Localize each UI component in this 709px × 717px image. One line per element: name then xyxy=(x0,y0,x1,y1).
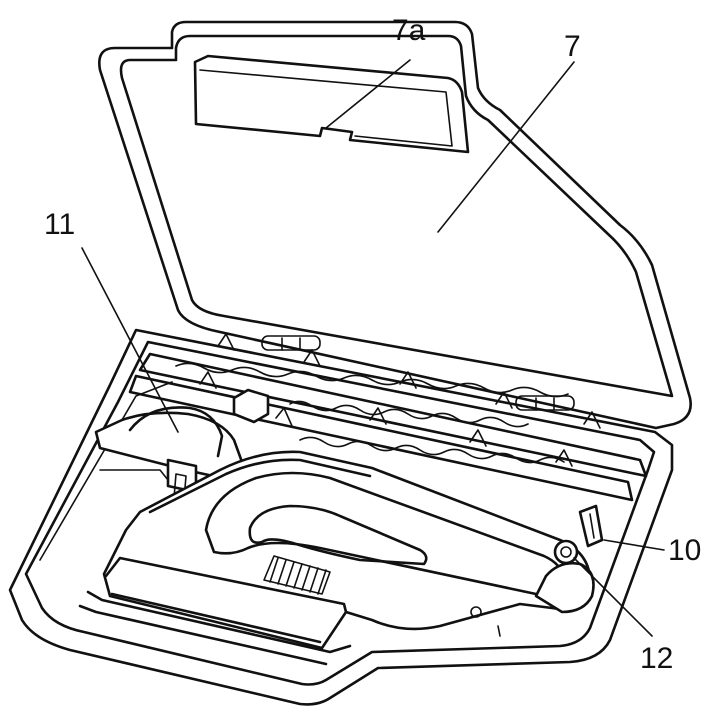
grip-lines xyxy=(263,555,331,595)
holder-cradle xyxy=(94,406,244,501)
label-7a: 7a xyxy=(392,14,426,47)
case-base xyxy=(8,328,674,706)
staple-gun xyxy=(102,450,595,650)
leader-lines xyxy=(81,59,665,637)
clip xyxy=(578,504,604,548)
label-12: 12 xyxy=(640,642,673,675)
label-7: 7 xyxy=(564,30,581,63)
label-11: 11 xyxy=(44,208,75,241)
release-button xyxy=(553,539,579,565)
lid xyxy=(98,20,692,430)
label-10: 10 xyxy=(668,534,701,567)
callout-labels: 7a 7 11 10 12 xyxy=(44,14,701,675)
